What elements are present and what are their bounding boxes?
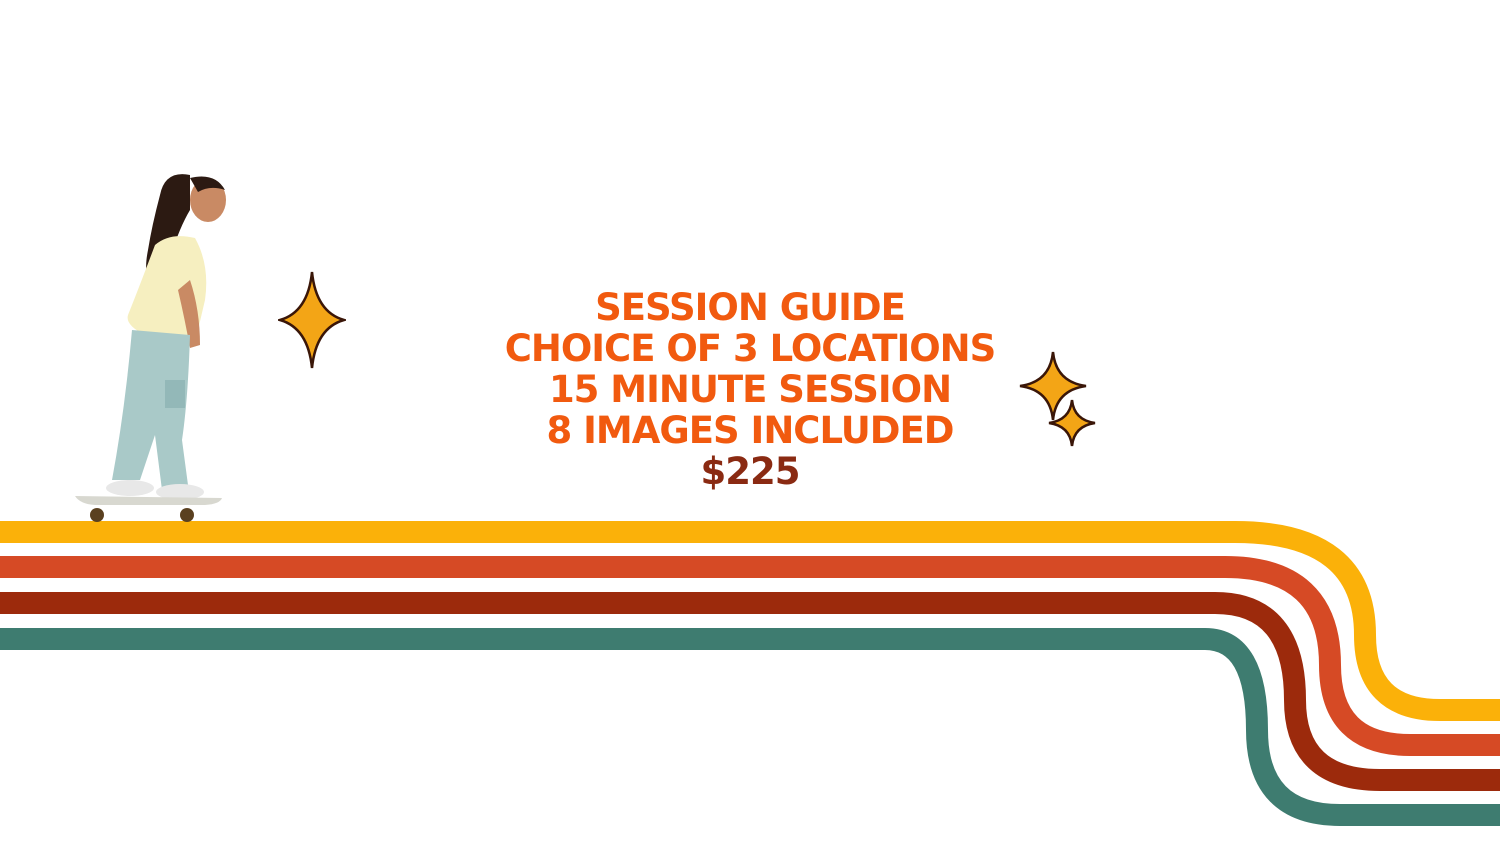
heading-session-guide: SESSION GUIDE [595,286,906,329]
stripe-orange [0,556,1500,756]
heading-images: 8 IMAGES INCLUDED [546,409,955,452]
heading-duration: 15 MINUTE SESSION [548,368,952,411]
stripe-rust [0,592,1500,791]
sparkle-icon [278,271,346,369]
stripe-yellow [0,521,1500,721]
stripe-teal [0,628,1500,826]
price-label: $225 [700,450,801,493]
skateboarder-image [75,174,226,522]
heading-locations: CHOICE OF 3 LOCATIONS [504,327,997,370]
session-guide-text: SESSION GUIDE CHOICE OF 3 LOCATIONS 15 M… [450,287,1050,493]
double-sparkle-icon [1019,351,1096,447]
